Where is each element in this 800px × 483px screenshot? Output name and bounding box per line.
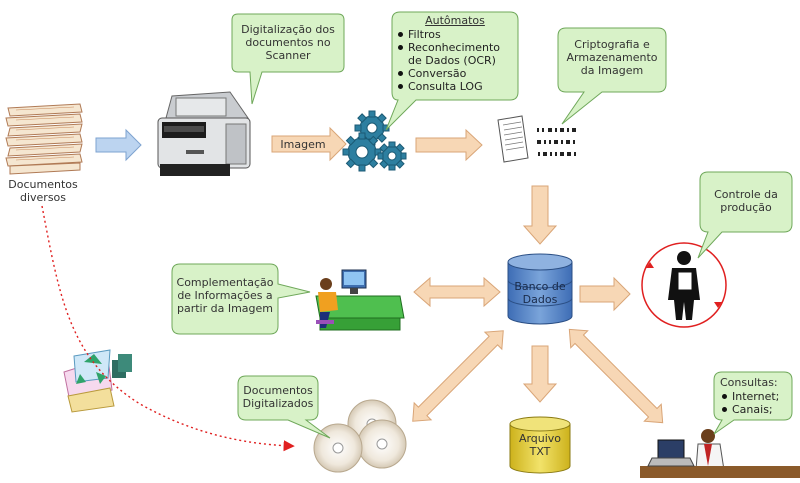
callout-controle xyxy=(697,171,793,259)
image-label: Imagem xyxy=(280,138,326,151)
complementacao-callout-text: Complementação de Informações a partir d… xyxy=(176,276,274,315)
automatos-list: Filtros Reconhecimento de Dados (OCR) Co… xyxy=(398,28,516,93)
consultas-title: Consultas: xyxy=(720,376,778,389)
database-icon xyxy=(507,253,573,325)
scanner-callout-text: Digitalização dos documentos no Scanner xyxy=(241,23,335,62)
scanner-icon xyxy=(157,91,251,176)
binary-data-icon xyxy=(537,128,576,156)
flow-arrow xyxy=(271,126,347,162)
double-arrow xyxy=(568,328,664,424)
list-item: Internet; xyxy=(722,390,790,403)
callout-complementacao xyxy=(171,263,311,335)
list-item: Reconhecimento de Dados (OCR) xyxy=(398,41,516,67)
txt-file-label: Arquivo TXT xyxy=(518,432,562,458)
user-laptop-icon xyxy=(640,429,800,478)
callout-cripto xyxy=(557,27,667,125)
recycle-icon xyxy=(63,349,132,413)
list-item: Filtros xyxy=(398,28,516,41)
flow-arrow xyxy=(522,345,558,403)
dotted-connector xyxy=(41,205,295,452)
automatos-title: Autômatos xyxy=(425,14,485,27)
callout-scanner xyxy=(231,13,345,105)
flow-arrow xyxy=(579,276,631,312)
cd-discs-icon xyxy=(313,399,407,473)
double-arrow xyxy=(412,330,504,422)
document-stack-icon xyxy=(5,103,83,175)
consultas-list: Internet; Canais; xyxy=(722,390,790,416)
list-item: Canais; xyxy=(722,403,790,416)
document-page-icon xyxy=(497,115,529,163)
callout-consultas xyxy=(713,371,793,435)
digitalizados-callout-text: Documentos Digitalizados xyxy=(242,384,314,410)
cripto-callout-text: Criptografia e Armazenamento da Imagem xyxy=(566,38,658,77)
documents-label: Documentos diversos xyxy=(8,178,78,204)
double-arrow xyxy=(413,276,501,308)
flow-arrow xyxy=(95,128,142,162)
list-item: Consulta LOG xyxy=(398,80,516,93)
controller-person-icon xyxy=(641,242,727,328)
flow-arrow xyxy=(522,185,558,245)
controle-callout-text: Controle da produção xyxy=(714,188,778,214)
list-item: Conversão xyxy=(398,67,516,80)
callout-digitalizados xyxy=(237,375,331,439)
workstation-icon xyxy=(315,269,405,331)
callout-automatos xyxy=(385,11,519,131)
database-label: Banco de Dados xyxy=(514,280,566,306)
flow-arrow xyxy=(415,128,483,162)
text-file-icon xyxy=(509,416,571,474)
gears-icon xyxy=(342,110,407,172)
